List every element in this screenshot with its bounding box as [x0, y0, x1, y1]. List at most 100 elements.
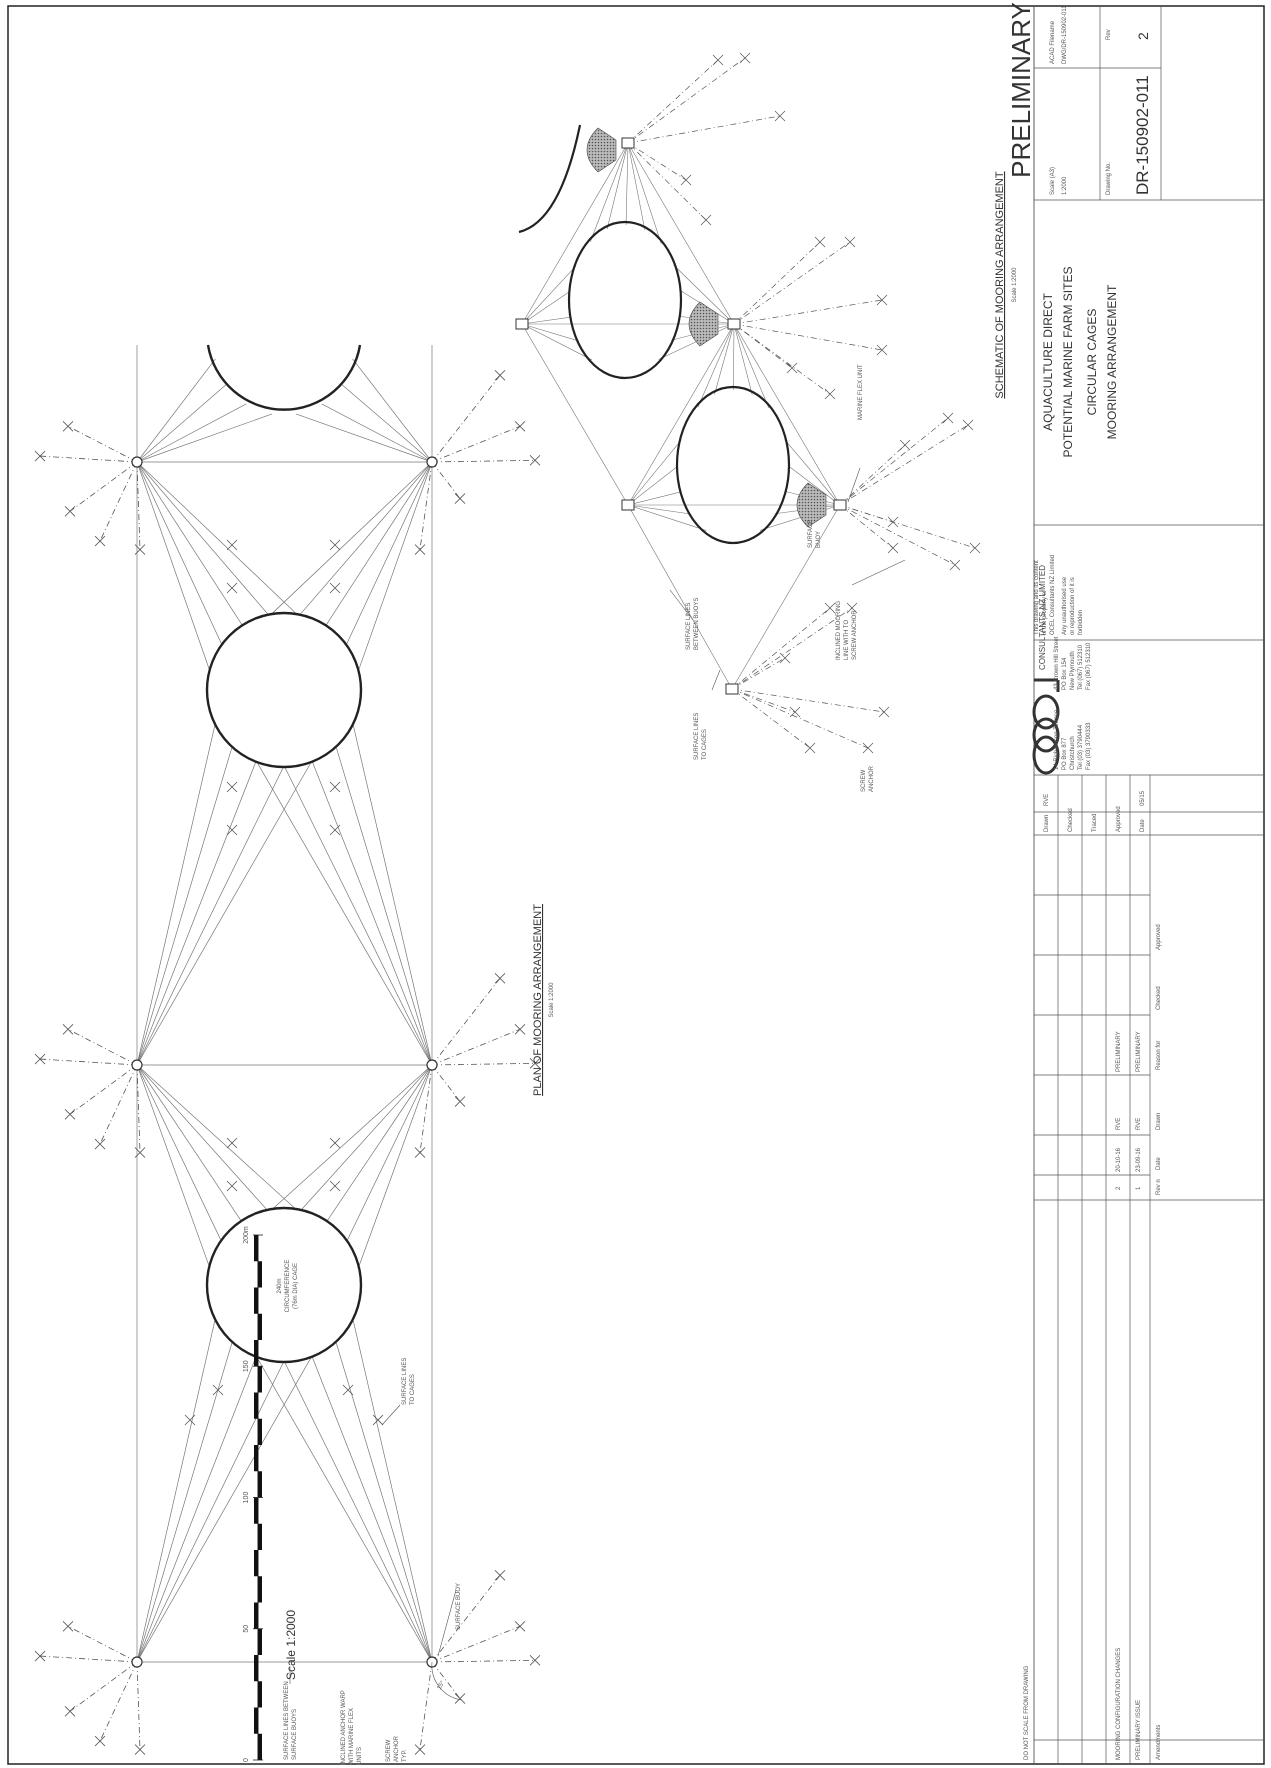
rev-row-1-date: 23-09-16 [1136, 1147, 1142, 1172]
screw-anchor-x [514, 1024, 526, 1035]
copyright-6: forbidden [1078, 610, 1084, 635]
schem-buoy [515, 318, 529, 330]
copyright-4: Any unauthorised use [1062, 576, 1068, 635]
bridle-line [136, 1362, 284, 1663]
anchor-warp [733, 323, 883, 351]
bridle-line [627, 465, 679, 506]
anchor-warp [839, 417, 949, 506]
label-marine-flex-unit: MARINE FLEX UNIT [858, 364, 864, 420]
bridle-line [346, 461, 433, 644]
screw-anchor-x [34, 1650, 46, 1662]
anchor-warp [839, 424, 969, 506]
bridle-line [284, 1362, 433, 1663]
bridle-line [136, 461, 210, 669]
title-block [1033, 6, 1264, 1764]
anchor-warp [627, 57, 746, 144]
bridle-line [301, 1064, 433, 1210]
scale-bar-segment [258, 1628, 262, 1655]
drawing-no: DR-150902-011 [1133, 75, 1152, 195]
screw-anchor-x [969, 542, 981, 554]
anchor-warp [839, 504, 956, 566]
label-marine-flex-unit-text: MARINE FLEX UNIT [858, 364, 864, 420]
surface-buoy [131, 1656, 143, 1668]
anchor-warp [136, 1064, 141, 1153]
anchor-warp [733, 323, 793, 369]
label-schem-surface-lines-buoys: SURFACE LINES BETWEEN BUOYS [686, 598, 700, 650]
anchor-warp [839, 444, 906, 506]
screw-anchor-x [887, 542, 899, 554]
label-inclined-mooring-3: SCREW ANCHOR [852, 610, 858, 660]
anchor-warp [99, 461, 138, 542]
schem-cage-1 [675, 385, 791, 545]
screw-anchor-x [712, 54, 724, 66]
anchor-warp [431, 1575, 501, 1663]
bridle-line [327, 1064, 433, 1221]
surface-frame [521, 142, 841, 690]
anchor-warp [39, 455, 138, 463]
anchor-warp [99, 1064, 138, 1145]
cage-label: 240m CIRCUMFERENCE (76m DIA) CAGE [277, 1260, 299, 1313]
label-surface-lines-to-cages-1: SURFACE LINES [402, 1358, 408, 1405]
plan-title-group: PLAN OF MOORING ARRANGEMENT Scale 1:2000 [532, 904, 555, 1096]
plan-view [34, 344, 541, 1755]
copyright-note: This drawing and its content is the prop… [1034, 555, 1084, 635]
office1-line-3: Christchurch [1070, 736, 1076, 770]
label-schem-surface-buoy-1: SURFACE [808, 520, 814, 548]
rev-row-2-reason: PRELIMINARY [1116, 1031, 1122, 1072]
bridle-line [606, 142, 629, 230]
bridle-x [184, 1414, 196, 1426]
anchor-warp [627, 142, 687, 181]
anchor-warp [431, 1625, 521, 1663]
screw-anchor-x [414, 1147, 426, 1158]
bridle-x [329, 824, 341, 836]
bridle-line [627, 440, 682, 506]
bridle-line [341, 384, 433, 463]
schem-cage-partial [518, 124, 582, 234]
scale-bar-segment [258, 1366, 262, 1393]
scale-tick-label: 0 [243, 1758, 250, 1762]
bridle-line [353, 725, 433, 1066]
bridle-line [136, 1320, 216, 1663]
bridle-x [226, 824, 238, 836]
scale-bar-segment [258, 1576, 262, 1603]
anchor-warp [431, 1062, 536, 1066]
office1-line-5: Fax (03) 3790333 [1086, 722, 1092, 770]
bridle-line [273, 1064, 433, 1208]
copyright-1: This drawing and its content [1034, 560, 1040, 635]
bridle-line [136, 763, 311, 1066]
anchor-warp [733, 241, 851, 325]
anchor-warp [627, 59, 719, 144]
bridle-line [352, 1320, 433, 1663]
project-line-4: MOORING ARRANGEMENT [1105, 284, 1119, 439]
anchor-warp [99, 1661, 138, 1742]
screw-anchor-x [878, 706, 890, 718]
label-surface-buoy-text: SURFACE BUOY [456, 1583, 462, 1630]
label-inclined-anchor-warp: INCLINED ANCHOR WARP WITH MARINE FLEX UN… [341, 1690, 363, 1765]
label-surface-buoy: SURFACE BUOY [456, 1583, 462, 1630]
anchor-warp [419, 1064, 433, 1153]
bridle-line [136, 413, 273, 463]
anchor-warp [67, 1625, 138, 1663]
bridle-line [326, 461, 433, 625]
cage-circle-1 [205, 1206, 363, 1364]
anchor-warp [431, 461, 461, 499]
screw-anchor-x [846, 602, 858, 614]
approval-cells: Drawn RVE Checked Traced Approved Date 0… [1044, 790, 1146, 832]
bridle-line [136, 1064, 209, 1265]
bridle-line [627, 504, 707, 531]
office2-line-3: New Plymouth [1070, 651, 1076, 690]
label-screw-anchor-typ: SCREW ANCHOR TYP. [386, 1735, 408, 1762]
angle-label: 15° [437, 1680, 447, 1691]
anchor-warp [627, 142, 707, 221]
rev-row-2-date: 20-10-16 [1116, 1147, 1122, 1172]
rev-header-reason: Reason for [1156, 1041, 1162, 1070]
bridle-line [136, 1064, 241, 1221]
anchor-warp [731, 688, 796, 713]
label-schem-surface-buoy-2: BUOY [816, 531, 822, 548]
bridle-line [733, 323, 753, 395]
bridle-line [136, 762, 256, 1066]
screw-anchor-x [62, 421, 74, 432]
label-screw-anchor-1: SCREW [386, 1739, 392, 1762]
rev-row-2-drawn: RVE [1116, 1118, 1122, 1130]
